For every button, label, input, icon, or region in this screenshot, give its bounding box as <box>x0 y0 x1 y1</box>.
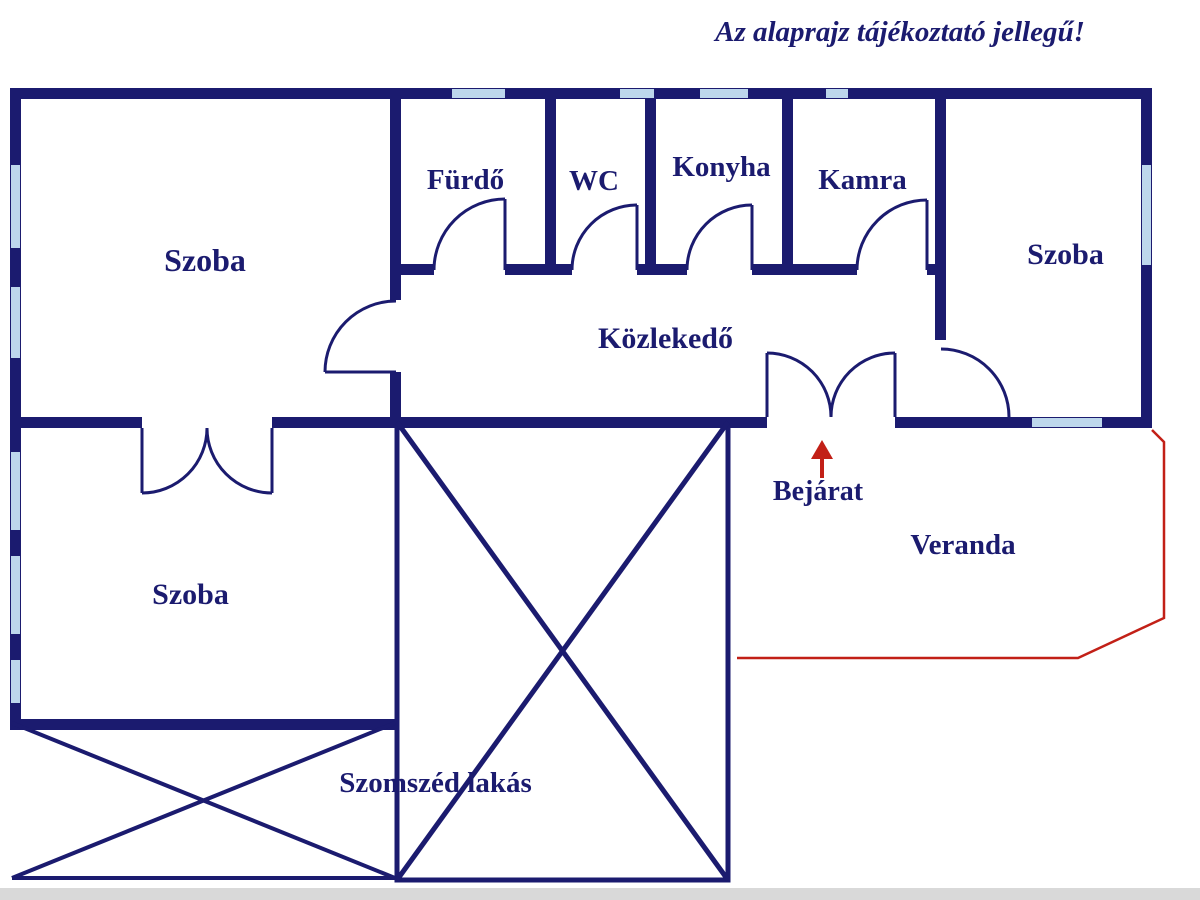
room-label-konyha: Konyha <box>672 151 771 183</box>
footer-gray-strip <box>0 888 1200 900</box>
room-label-szoba-top-right: Szoba <box>1027 238 1104 271</box>
room-label-kozlekedo: Közlekedő <box>598 322 733 355</box>
disclaimer-text: Az alaprajz tájékoztató jellegű! <box>715 16 1085 48</box>
neighbor-area-cross <box>11 419 731 883</box>
veranda-outline <box>737 429 1166 660</box>
room-label-kamra: Kamra <box>818 164 907 196</box>
room-label-szoba-top-left: Szoba <box>164 242 246 278</box>
room-label-bejarat: Bejárat <box>772 476 864 507</box>
room-label-veranda: Veranda <box>910 529 1016 561</box>
room-label-furdo: Fürdő <box>426 164 505 196</box>
windows <box>11 89 1151 703</box>
room-label-szoba-bottom-left: Szoba <box>152 578 229 611</box>
room-label-wc: WC <box>569 165 619 197</box>
door-arcs <box>140 197 1011 495</box>
entrance-arrow-icon <box>811 440 833 478</box>
room-label-szomszed-lakas: Szomszéd lakás <box>339 767 532 799</box>
